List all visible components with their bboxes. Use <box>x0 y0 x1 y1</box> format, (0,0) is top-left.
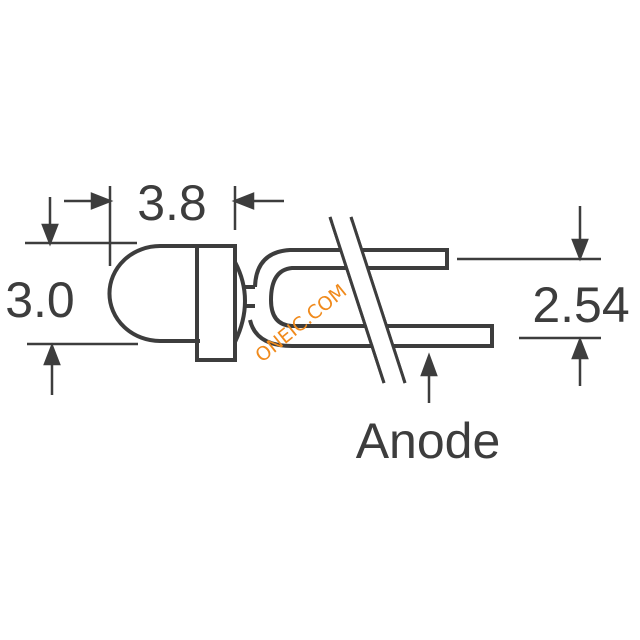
dim-label-body-diameter: 3.0 <box>5 272 75 328</box>
anode-label: Anode <box>356 413 501 469</box>
leads <box>248 248 494 348</box>
break-gap <box>333 222 403 378</box>
flange <box>195 244 237 362</box>
lead-outlines <box>248 248 494 348</box>
rear-dome <box>233 261 247 343</box>
anode-arrow <box>420 352 438 403</box>
dim-label-body-length: 3.8 <box>137 175 207 231</box>
dim-lead-spacing <box>457 206 601 386</box>
dim-label-lead-spacing: 2.54 <box>532 277 629 333</box>
watermark: ONEIC.COM <box>251 280 351 367</box>
lens-dome <box>107 244 200 343</box>
dim-body-diameter <box>25 197 138 395</box>
led-body <box>107 244 255 362</box>
lead-stubs <box>243 285 255 308</box>
dim-body-length <box>64 186 284 266</box>
